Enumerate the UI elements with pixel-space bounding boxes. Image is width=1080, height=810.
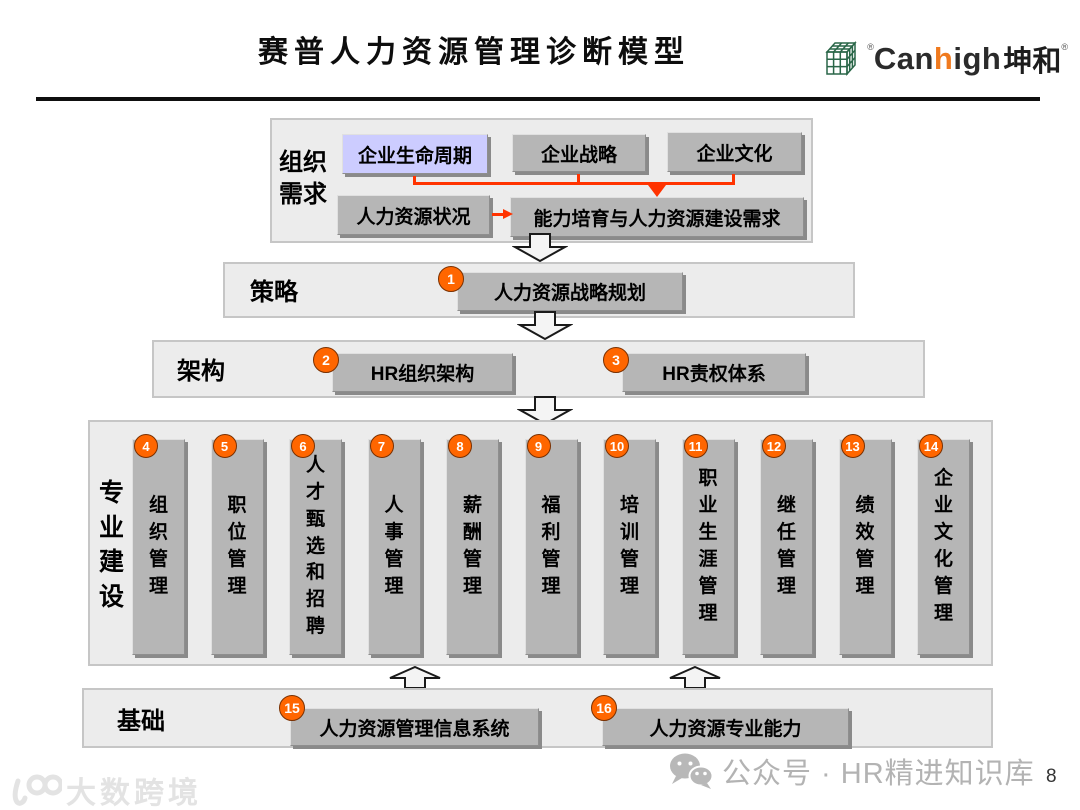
- step-badge: 3: [603, 347, 629, 373]
- title-divider: [36, 97, 1040, 101]
- professional-column: 14 企业文化管理: [917, 434, 970, 655]
- professional-column: 5 职位管理: [210, 434, 264, 655]
- registered-mark: ®: [867, 42, 874, 52]
- logo-text-can: Can: [873, 41, 934, 76]
- section-org-needs: 组织需求 企业生命周期 企业战略 企业文化 人力资源状况 能力培育与人力资源建设…: [270, 118, 813, 243]
- box-label: HR责权体系: [662, 364, 766, 385]
- step-badge: 15: [279, 695, 305, 721]
- professional-column: 6 人才甄选和招聘: [289, 434, 342, 655]
- column-label: 继任管理: [776, 495, 796, 597]
- step-badge: 6: [291, 434, 315, 458]
- box-enterprise-lifecycle: 企业生命周期: [342, 134, 488, 174]
- step-badge: 12: [762, 434, 786, 458]
- strategy-label: 策略: [250, 279, 298, 306]
- column-label: 绩效管理: [855, 495, 875, 597]
- up-arrow-icon: [669, 666, 721, 689]
- box-hr-status: 人力资源状况: [337, 195, 490, 235]
- step-badge: 2: [313, 347, 339, 373]
- column-label: 职位管理: [227, 495, 247, 597]
- box-hr-authority-system: 3 HR责权体系: [603, 347, 806, 392]
- watermark-text: 大数跨境: [66, 777, 202, 810]
- wechat-icon: [670, 753, 714, 789]
- registered-mark: ®: [1061, 42, 1068, 52]
- red-connector-line: [413, 176, 416, 185]
- professional-column: 10 培训管理: [603, 434, 656, 655]
- box-label: HR组织架构: [370, 364, 475, 385]
- cube-grid-icon: [825, 41, 857, 76]
- professional-column: 13 绩效管理: [838, 434, 892, 655]
- page-number: 8: [1046, 766, 1057, 787]
- down-arrow-icon: [512, 233, 568, 262]
- box-label: 人力资源管理信息系统: [319, 718, 510, 740]
- box-capability-need: 能力培育与人力资源建设需求: [510, 197, 804, 237]
- column-label: 企业文化管理: [933, 468, 953, 624]
- org-needs-label: 组织需求: [279, 149, 327, 209]
- column-label: 薪酬管理: [462, 495, 482, 597]
- column-label: 培训管理: [619, 495, 639, 597]
- step-badge: 4: [134, 434, 158, 458]
- step-badge: 10: [605, 434, 629, 458]
- logo-text-h: h: [933, 41, 954, 76]
- professional-column: 8 薪酬管理: [446, 434, 499, 655]
- red-arrowhead-down: [648, 185, 666, 197]
- step-badge: 7: [369, 434, 394, 458]
- framework-label: 架构: [177, 358, 225, 385]
- red-connector-line: [413, 182, 735, 185]
- red-arrowhead-right: [503, 209, 513, 219]
- column-label: 人事管理: [384, 495, 404, 597]
- professional-column: 9 福利管理: [524, 434, 578, 655]
- section-strategy: 策略 1 人力资源战略规划: [223, 262, 855, 318]
- box-label: 人力资源战略规划: [493, 283, 646, 304]
- step-badge: 9: [526, 434, 551, 458]
- wechat-account: 公众号 · HR精进知识库: [668, 750, 1035, 792]
- box-enterprise-strategy: 企业战略: [512, 134, 646, 172]
- column-label: 组织管理: [148, 495, 168, 597]
- professional-column: 7 人事管理: [367, 434, 421, 655]
- box-enterprise-culture: 企业文化: [667, 132, 802, 172]
- step-badge: 14: [919, 434, 943, 458]
- logo-text-igh: igh: [953, 41, 1002, 76]
- foundation-label: 基础: [117, 708, 165, 735]
- professional-column: 4 组织管理: [132, 434, 185, 655]
- red-connector-line: [577, 174, 580, 185]
- professional-columns: 4 组织管理 5 职位管理 6 人才甄选和招聘 7 人事管理 8 薪酬管理 9 …: [132, 434, 970, 655]
- step-badge: 13: [840, 434, 865, 458]
- column-label: 职业生涯管理: [698, 468, 718, 624]
- box-hr-org-structure: 2 HR组织架构: [313, 347, 513, 392]
- red-connector-line: [492, 213, 504, 216]
- page-title: 赛普人力资源管理诊断模型: [258, 36, 690, 69]
- box-hr-strategic-planning: 1 人力资源战略规划: [438, 266, 683, 311]
- section-professional: 专业建设 4 组织管理 5 职位管理 6 人才甄选和招聘 7 人事管理 8 薪酬…: [88, 420, 993, 666]
- section-framework: 架构 2 HR组织架构 3 HR责权体系: [152, 340, 925, 398]
- professional-column: 12 继任管理: [760, 434, 813, 655]
- down-arrow-icon: [517, 311, 573, 340]
- step-badge: 5: [212, 434, 237, 458]
- professional-label: 专业建设: [99, 479, 125, 611]
- section-foundation: 基础 15 人力资源管理信息系统 16 人力资源专业能力: [82, 688, 993, 748]
- box-hr-information-system: 15 人力资源管理信息系统: [279, 695, 539, 746]
- column-label: 福利管理: [541, 495, 561, 597]
- column-label: 人才甄选和招聘: [305, 454, 325, 638]
- step-badge: 16: [591, 695, 617, 721]
- professional-column: 11 职业生涯管理: [681, 434, 735, 655]
- red-connector-line: [732, 174, 735, 185]
- step-badge: 8: [448, 434, 472, 458]
- logo-text-cn: 坤和: [1003, 46, 1062, 78]
- watermark-logo-icon: [12, 774, 62, 806]
- box-hr-professional-capability: 16 人力资源专业能力: [591, 695, 849, 746]
- up-arrow-icon: [389, 666, 441, 689]
- watermark: 大数跨境: [10, 768, 202, 810]
- box-label: 人力资源专业能力: [649, 718, 802, 740]
- step-badge: 1: [438, 266, 464, 292]
- wechat-account-text: 公众号 · HR精进知识库: [722, 758, 1035, 790]
- step-badge: 11: [683, 434, 708, 458]
- down-arrow-icon: [517, 396, 573, 425]
